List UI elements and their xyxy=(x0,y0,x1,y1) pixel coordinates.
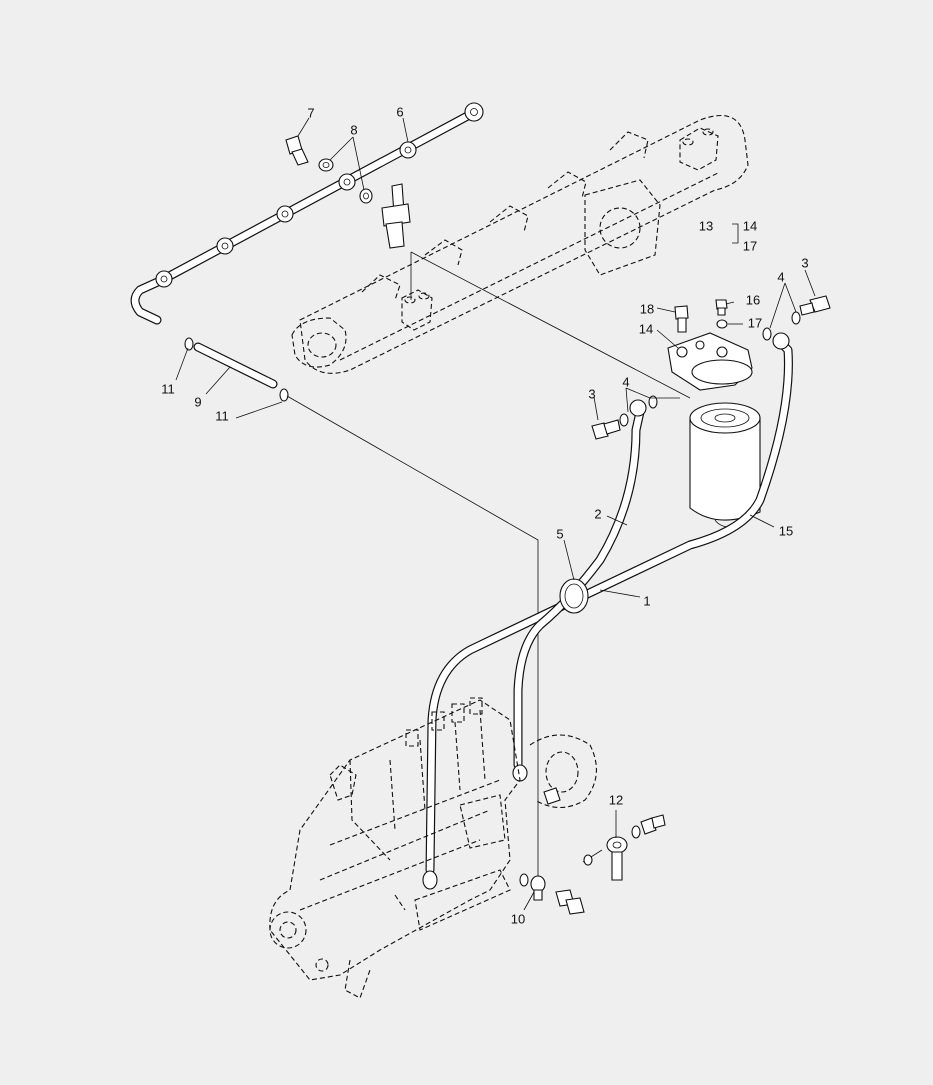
callout-14: 14 xyxy=(638,321,654,337)
fuel-line-1 xyxy=(422,332,793,890)
callout-4-right: 4 xyxy=(777,269,785,285)
sealing-washers-8 xyxy=(318,158,373,204)
filter-cartridge-15 xyxy=(689,402,761,528)
callout-4-left: 4 xyxy=(622,374,630,390)
callout-8: 8 xyxy=(350,122,358,138)
callout-17-legend: 17 xyxy=(742,238,758,254)
connector-10 xyxy=(519,787,585,915)
callout-6: 6 xyxy=(396,104,404,120)
exhaust-manifold xyxy=(291,115,749,374)
leader-line xyxy=(286,395,539,880)
callout-2: 2 xyxy=(594,506,602,522)
callout-11-lower: 11 xyxy=(215,408,229,424)
callout-leaders xyxy=(175,117,816,911)
callout-3-left: 3 xyxy=(588,386,596,402)
banjo-bolt-7 xyxy=(285,135,309,166)
plug-16 xyxy=(715,299,728,316)
bolt-18 xyxy=(674,305,689,333)
callout-5: 5 xyxy=(556,526,564,542)
hose-9 xyxy=(184,337,289,402)
callout-7: 7 xyxy=(307,105,315,121)
callout-13: 13 xyxy=(698,218,714,234)
washer-17 xyxy=(716,319,728,329)
injector xyxy=(381,183,411,249)
callout-15: 15 xyxy=(778,523,794,539)
banjo-12 xyxy=(582,814,666,881)
leader-line xyxy=(410,251,691,399)
callout-11-upper: 11 xyxy=(161,381,175,397)
callout-3-right: 3 xyxy=(801,255,809,271)
callout-10: 10 xyxy=(510,911,526,927)
callout-18: 18 xyxy=(639,301,655,317)
filter-head-14 xyxy=(667,332,753,391)
banjo-bolt-3-right xyxy=(762,295,831,341)
leak-off-line xyxy=(130,102,484,325)
callout-12: 12 xyxy=(608,792,624,808)
injection-pump xyxy=(269,697,597,999)
callout-16: 16 xyxy=(745,292,761,308)
clamp-5 xyxy=(559,578,589,614)
callout-1: 1 xyxy=(643,593,651,609)
callout-9: 9 xyxy=(194,394,202,410)
callout-14-legend: 14 xyxy=(742,218,758,234)
banjo-bolt-3-left xyxy=(591,395,658,440)
callout-17: 17 xyxy=(747,315,763,331)
